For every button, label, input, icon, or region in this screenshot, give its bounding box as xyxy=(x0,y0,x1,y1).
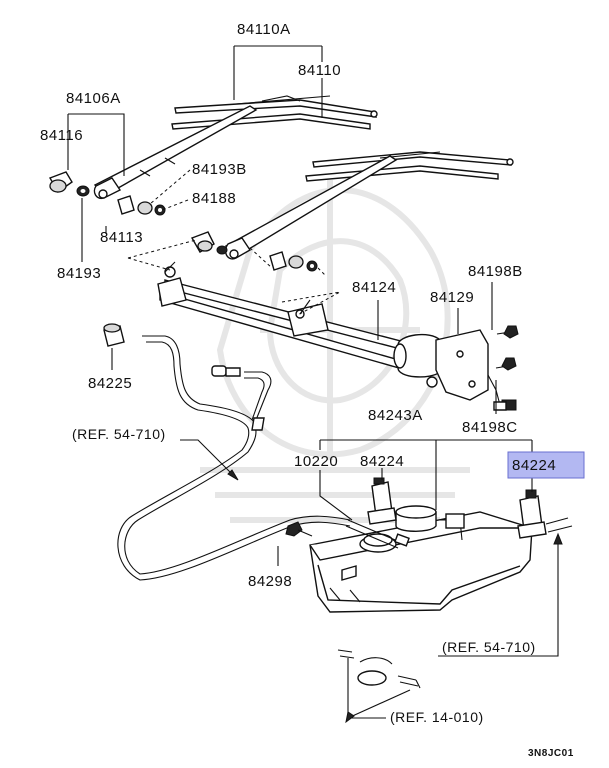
label-ref-14-010[interactable]: (REF. 14-010) xyxy=(390,709,484,725)
highlight-84224[interactable] xyxy=(507,451,585,479)
wiper-motor-84129 xyxy=(393,329,517,411)
bushing-parts-left xyxy=(117,195,166,216)
label-84106A[interactable]: 84106A xyxy=(66,90,121,107)
label-84198C[interactable]: 84198C xyxy=(462,419,518,436)
label-10220[interactable]: 10220 xyxy=(294,453,338,470)
label-84193B[interactable]: 84193B xyxy=(192,161,247,178)
washer-reservoir-84243A xyxy=(309,505,533,613)
wiper-blade-upper xyxy=(171,95,378,130)
label-ref-54-710-right[interactable]: (REF. 54-710) xyxy=(442,639,536,655)
wiper-linkage-84124 xyxy=(157,261,421,375)
arm-cap-middle xyxy=(190,231,228,255)
bolt-84298 xyxy=(285,521,313,537)
label-84110A[interactable]: 84110A xyxy=(237,21,291,38)
leader-lines xyxy=(67,45,563,724)
label-84224-center[interactable]: 84224 xyxy=(360,453,404,470)
label-84224-highlight[interactable]: 84224 xyxy=(512,457,556,474)
arm-cap-84116 xyxy=(48,171,73,194)
label-84298[interactable]: 84298 xyxy=(248,573,292,590)
bushing-parts-right xyxy=(269,251,318,272)
label-84113[interactable]: 84113 xyxy=(100,229,143,246)
ref-14-010-parts xyxy=(337,649,421,689)
label-84110[interactable]: 84110 xyxy=(298,62,341,79)
wiper-arm-rear xyxy=(224,155,398,260)
label-ref-54-710-left[interactable]: (REF. 54-710) xyxy=(72,426,166,442)
washer-pump-center-84224 xyxy=(367,477,397,525)
bolt-84198C xyxy=(495,357,517,371)
wiper-blade-lower xyxy=(305,151,514,182)
nozzle-84225 xyxy=(103,323,125,347)
label-84198B[interactable]: 84198B xyxy=(468,263,523,280)
washer-pump-right-84224 xyxy=(517,489,573,539)
label-84129[interactable]: 84129 xyxy=(430,289,474,306)
wiper-arm-front xyxy=(93,105,258,200)
hose-10220 xyxy=(345,519,410,549)
label-84116[interactable]: 84116 xyxy=(40,127,83,144)
label-84188[interactable]: 84188 xyxy=(192,190,236,207)
bolt-84198B xyxy=(496,325,519,339)
diagram-code: 3N8JC01 xyxy=(528,748,574,759)
label-84225[interactable]: 84225 xyxy=(88,375,132,392)
nut-84193 xyxy=(76,185,90,197)
washer-hose xyxy=(117,335,351,581)
label-84243A[interactable]: 84243A xyxy=(368,407,423,424)
label-84124[interactable]: 84124 xyxy=(352,279,396,296)
label-84193[interactable]: 84193 xyxy=(57,265,101,282)
